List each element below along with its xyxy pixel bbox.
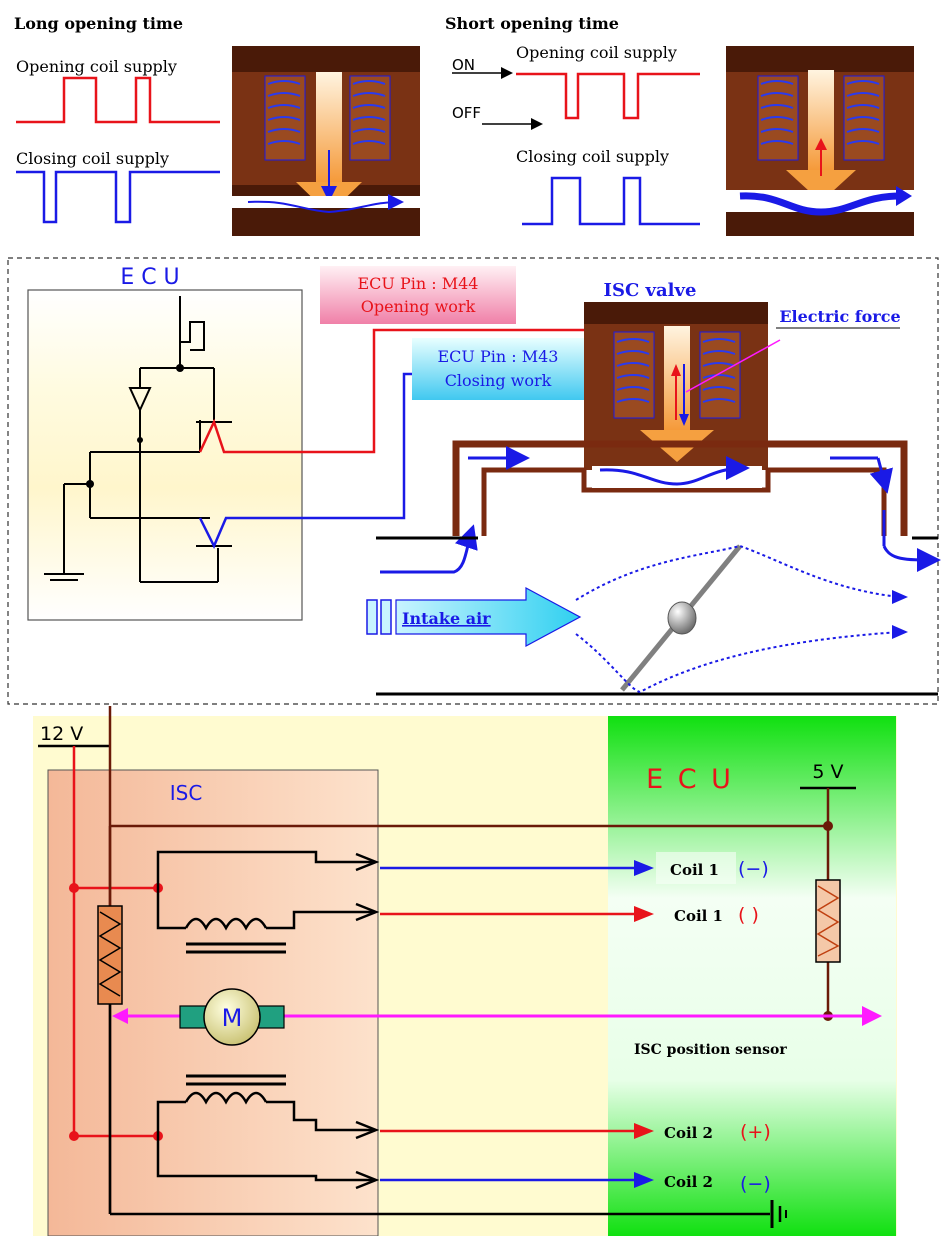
coil2-minus-label: Coil 2 xyxy=(664,1173,713,1191)
opening-work-wire xyxy=(198,328,604,454)
isc-position-sensor-label: ISC position sensor xyxy=(634,1042,787,1058)
intake-air-label: Intake air xyxy=(402,609,491,628)
isc-label: ISC xyxy=(170,781,203,805)
ecu-box xyxy=(27,289,303,621)
top-section: Long opening time Opening coil supply Cl… xyxy=(14,14,914,236)
pin-m44-label: ECU Pin : M44 xyxy=(358,274,479,293)
short-opening-supply-label: Opening coil supply xyxy=(516,43,677,62)
valve-section-short xyxy=(726,46,914,236)
intake-air-arrow xyxy=(395,586,582,648)
long-opening-supply-label: Opening coil supply xyxy=(16,57,177,76)
closing-work-label: Closing work xyxy=(445,371,552,390)
middle-section: E C U xyxy=(7,257,941,705)
on-label: ON xyxy=(452,56,475,74)
coil1-winding xyxy=(156,850,380,931)
coil1-minus-label: Coil 1 xyxy=(670,861,719,879)
bottom-section: 12 V ISC E C U 5 V xyxy=(33,706,897,1236)
valve-section-long xyxy=(232,46,420,236)
coil2-plus-sign: (+) xyxy=(740,1121,771,1143)
v12-label: 12 V xyxy=(40,723,83,745)
bypass-inner xyxy=(481,467,887,536)
ecu-circuit xyxy=(44,296,232,583)
long-opening-title: Long opening time xyxy=(14,14,183,33)
ecu-bottom-label: E C U xyxy=(646,764,734,795)
isc-potentiometer xyxy=(97,905,123,1005)
opening-work-label: Opening work xyxy=(361,297,476,316)
off-label: OFF xyxy=(452,104,481,122)
electric-force-label: Electric force xyxy=(779,307,900,326)
middle-dashed-border xyxy=(7,257,939,705)
coil1-plus-sign: ( ) xyxy=(738,904,759,926)
ecu-pullup-resistor xyxy=(815,879,841,963)
long-opening-waveform xyxy=(16,76,220,124)
motor-icon xyxy=(203,988,261,1046)
ecu-label: E C U xyxy=(120,265,179,290)
pin-m43-label: ECU Pin : M43 xyxy=(438,347,559,366)
short-closing-waveform xyxy=(522,176,700,226)
coil1-plus-label: Coil 1 xyxy=(674,907,723,925)
long-closing-supply-label: Closing coil supply xyxy=(16,149,169,168)
pin-m44-box xyxy=(320,266,516,324)
long-closing-waveform xyxy=(16,170,220,224)
pin-m43-box xyxy=(412,338,586,400)
isc-valve-label: ISC valve xyxy=(604,280,697,301)
bypass-outer xyxy=(452,440,908,536)
short-closing-supply-label: Closing coil supply xyxy=(516,147,669,166)
v12-supply-wiring xyxy=(72,746,158,1138)
short-opening-waveform xyxy=(516,72,700,120)
ecu-green-box xyxy=(608,716,896,1236)
coil2-minus-sign: (−) xyxy=(740,1173,771,1195)
motor-label: M xyxy=(222,1004,243,1032)
short-opening-title: Short opening time xyxy=(445,14,619,33)
coil2-winding xyxy=(156,1091,380,1190)
coil2-plus-label: Coil 2 xyxy=(664,1124,713,1142)
coil1-minus-sign: (−) xyxy=(738,858,769,880)
v5-label: 5 V xyxy=(812,761,843,783)
